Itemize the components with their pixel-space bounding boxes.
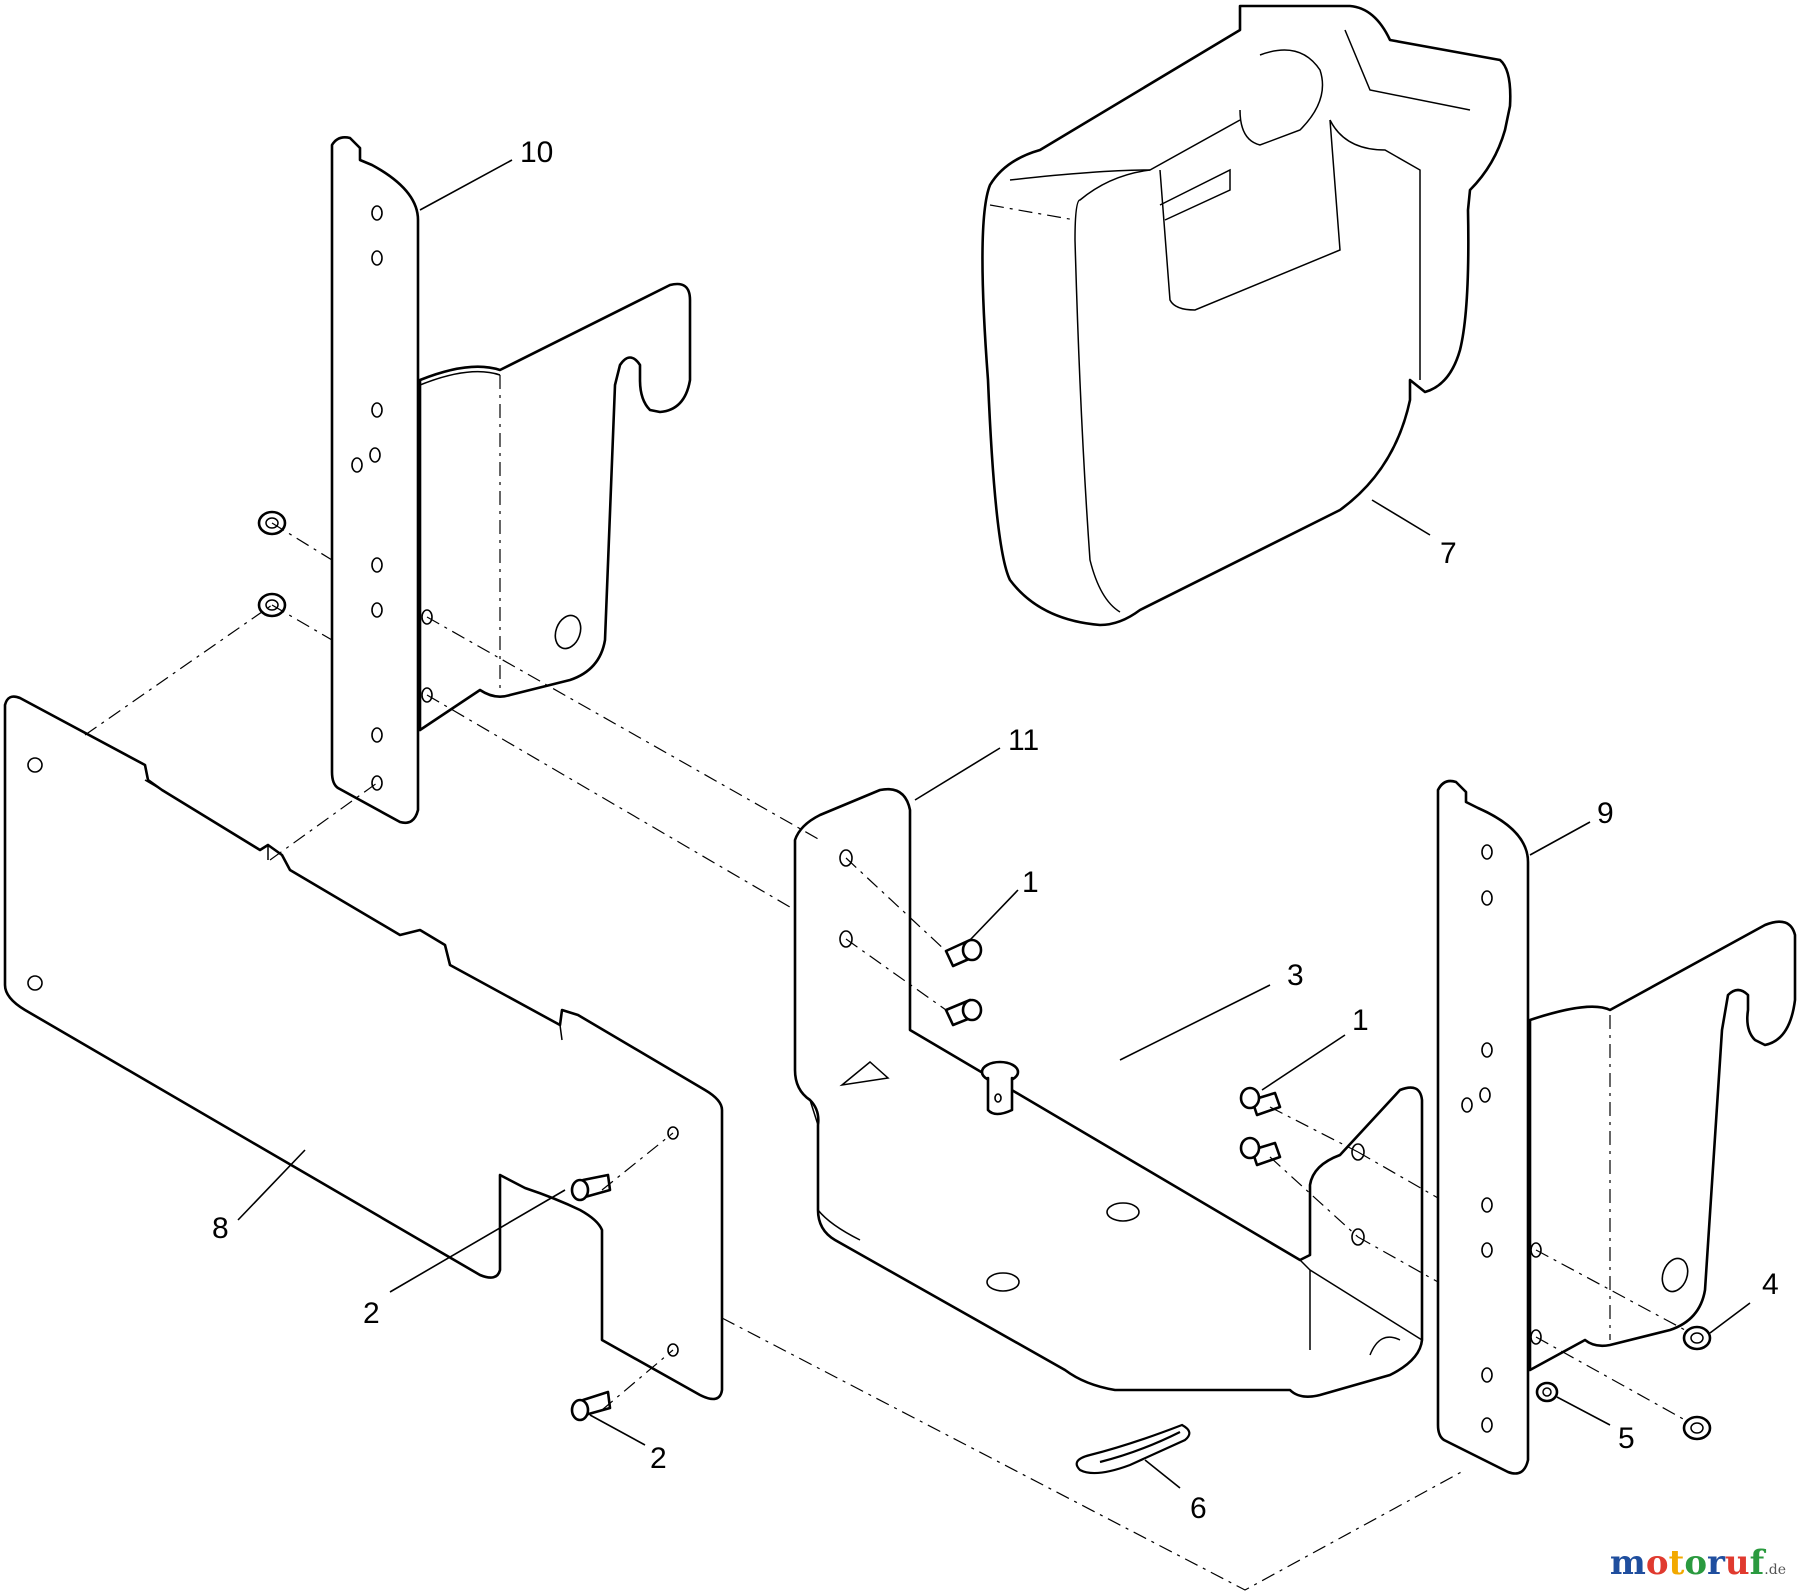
callout-9: 9 [1597,797,1614,830]
callout-3: 3 [1287,959,1304,992]
callout-8: 8 [212,1212,229,1245]
bracket-plate-part-9 [1436,779,1797,1475]
callout-10: 10 [520,136,553,169]
assembly-lines [84,522,1686,1591]
watermark-letter: t [1668,1543,1685,1583]
bolt-part-1-a [944,938,983,968]
bolt-part-1-b [944,998,983,1027]
watermark-letter: o [1645,1543,1669,1583]
watermark-letter: f [1749,1543,1765,1583]
bolt-part-1-c [1239,1086,1282,1117]
callout-1-b: 1 [1352,1004,1369,1037]
callout-4: 4 [1762,1268,1779,1301]
washer-part-5 [1535,1381,1559,1403]
u-bracket-part-11 [793,787,1424,1398]
callout-7: 7 [1440,537,1457,570]
nut-part-4-b [1682,1415,1712,1441]
nut-part-4-a [1682,1325,1712,1351]
callout-5: 5 [1618,1422,1635,1455]
watermark-suffix: .de [1764,1562,1786,1578]
weight-block-part-7 [981,4,1512,627]
watermark-letter: o [1684,1543,1707,1583]
bolt-part-2-upper [570,1173,612,1202]
callout-1-a: 1 [1022,866,1039,899]
bracket-plate-part-10 [330,136,692,825]
leader-lines [237,159,1751,1489]
bolt-part-2-lower [570,1390,612,1422]
watermark-letter: m [1609,1543,1646,1583]
pin-part-3 [980,1060,1020,1116]
front-plate-part-8 [3,695,724,1401]
callout-11: 11 [1008,724,1039,757]
callout-6: 6 [1190,1492,1207,1525]
motoruf-watermark-logo: motoruf.de [1610,1543,1786,1583]
bolt-part-1-d [1239,1136,1282,1167]
watermark-letter: r [1707,1543,1725,1583]
callout-2-b: 2 [650,1442,667,1475]
hair-pin-clip-part-6 [1075,1423,1191,1475]
callout-2-a: 2 [363,1297,380,1330]
watermark-letter: u [1724,1543,1750,1583]
callout-labels: 10 7 11 9 1 3 1 8 2 2 4 5 6 [212,136,1779,1525]
